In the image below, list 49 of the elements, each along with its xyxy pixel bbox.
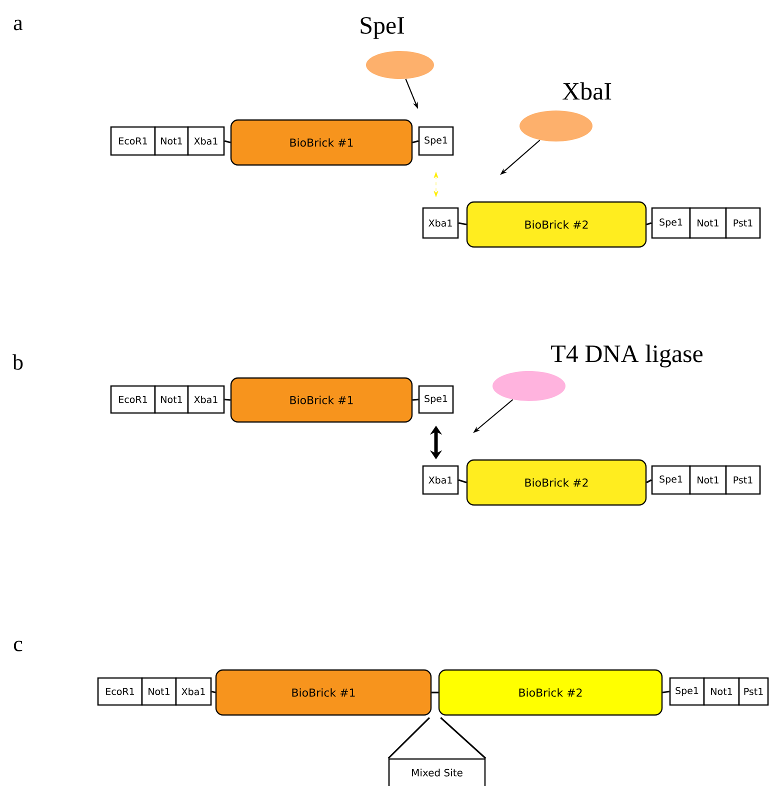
panel-letter: c — [14, 640, 22, 652]
connector-line — [224, 140, 231, 144]
panel-letter: b — [12, 354, 23, 370]
connector-line — [662, 690, 670, 694]
restriction-site-box: Pst1 — [725, 465, 761, 495]
connector-line — [646, 222, 652, 226]
biobrick-box: BioBrick #1 — [230, 119, 413, 166]
restriction-site-box: Not1 — [689, 207, 727, 239]
connector-line — [458, 479, 467, 484]
restriction-site-box: EcoR1 — [110, 126, 156, 156]
enzyme-name: SpeI — [360, 17, 404, 39]
restriction-site-box: Spe1 — [651, 207, 691, 239]
restriction-site-box: Not1 — [703, 677, 740, 706]
connector-line — [412, 398, 418, 401]
restriction-site-box: Spe1 — [651, 465, 691, 495]
restriction-site-box: Spe1 — [418, 126, 454, 156]
connector-line — [211, 690, 216, 694]
biobrick-box: BioBrick #2 — [466, 201, 647, 248]
connector-line — [646, 479, 652, 484]
connector-line — [412, 140, 419, 144]
connector-line — [388, 717, 430, 759]
restriction-site-box: Xba1 — [187, 385, 225, 414]
panel-letter: a — [14, 20, 23, 30]
biobrick-box: BioBrick #1 — [230, 377, 413, 423]
restriction-site-box: Spe1 — [418, 385, 454, 414]
enzyme-name: T4 DNA ligase — [551, 344, 703, 368]
restriction-site-box: Xba1 — [187, 126, 225, 156]
connector-line — [458, 222, 467, 226]
restriction-site-box: Spe1 — [669, 677, 705, 706]
connector-line — [224, 398, 230, 401]
restriction-site-box: Pst1 — [725, 207, 761, 239]
restriction-site-box: Not1 — [689, 465, 727, 495]
biobrick-box: BioBrick #1 — [215, 669, 432, 716]
connector-line — [432, 692, 438, 694]
restriction-site-box: Xba1 — [422, 207, 459, 239]
restriction-site-box: Pst1 — [738, 677, 769, 706]
restriction-site-box: Not1 — [141, 677, 177, 706]
restriction-site-box: Not1 — [154, 385, 189, 414]
biobrick-box: BioBrick #2 — [466, 459, 647, 506]
restriction-site-box: Not1 — [154, 126, 189, 156]
arrow — [434, 172, 438, 197]
restriction-site-box: EcoR1 — [110, 385, 156, 414]
enzyme-name: XbaI — [562, 82, 612, 100]
mixed-site-box: Mixed Site — [388, 758, 486, 786]
restriction-site-box: Xba1 — [175, 677, 212, 706]
restriction-site-box: EcoR1 — [97, 677, 143, 706]
biobrick-box: BioBrick #2 — [438, 669, 663, 716]
restriction-site-box: Xba1 — [422, 465, 459, 495]
connector-line — [440, 717, 486, 759]
